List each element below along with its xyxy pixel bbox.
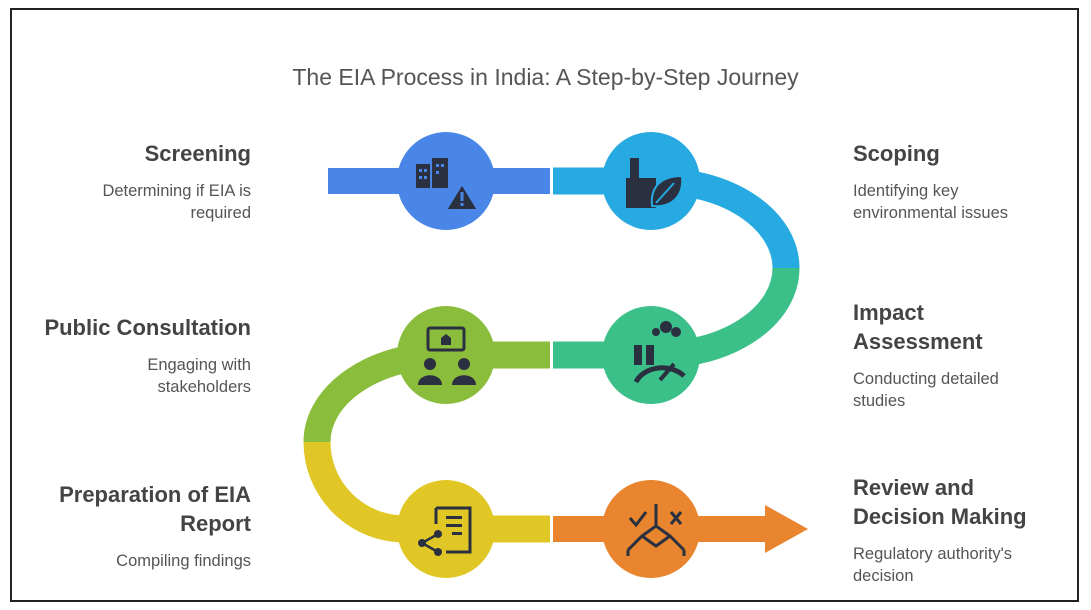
step-description: Compiling findings (116, 552, 251, 570)
diagram-title: The EIA Process in India: A Step-by-Step… (292, 64, 799, 90)
step-description: Identifying key environmental issues (853, 182, 1008, 222)
step-circle-scoping (602, 132, 700, 230)
step-heading: Public Consultation (44, 315, 251, 340)
step-label-review: Review and Decision Making Regulatory au… (853, 473, 1068, 587)
step-heading: Scoping (853, 141, 940, 166)
step-heading: Screening (144, 141, 251, 166)
arrow-head (765, 505, 808, 553)
pollution-gauge-icon (633, 321, 686, 384)
step-circle-screening (397, 132, 495, 230)
factory-leaf-icon (626, 158, 684, 208)
step-heading: Review and Decision Making (853, 475, 1027, 529)
step-circle-review (602, 480, 700, 578)
step-label-impact: Impact Assessment Conducting detailed st… (853, 298, 1053, 412)
document-share-icon (418, 506, 472, 556)
review-decision-icon (626, 504, 686, 556)
people-discussion-icon (418, 326, 476, 385)
step-circle-consultation (397, 306, 495, 404)
step-circle-report (397, 480, 495, 578)
step-description: Engaging with stakeholders (147, 356, 251, 396)
step-description: Determining if EIA is required (102, 182, 251, 222)
path-segment-report (303, 441, 550, 543)
step-heading: Impact Assessment (853, 300, 983, 354)
step-description: Conducting detailed studies (853, 370, 999, 410)
diagram-frame (10, 8, 1079, 602)
step-label-consultation: Public Consultation Engaging with stakeh… (10, 313, 251, 398)
buildings-warning-icon (416, 158, 480, 211)
step-circle-impact (602, 306, 700, 404)
step-heading: Preparation of EIA Report (59, 482, 251, 536)
step-label-scoping: Scoping Identifying key environmental is… (853, 139, 1073, 224)
step-label-report: Preparation of EIA Report Compiling find… (20, 480, 251, 572)
step-label-screening: Screening Determining if EIA is required (40, 139, 251, 224)
step-description: Regulatory authority's decision (853, 545, 1013, 585)
